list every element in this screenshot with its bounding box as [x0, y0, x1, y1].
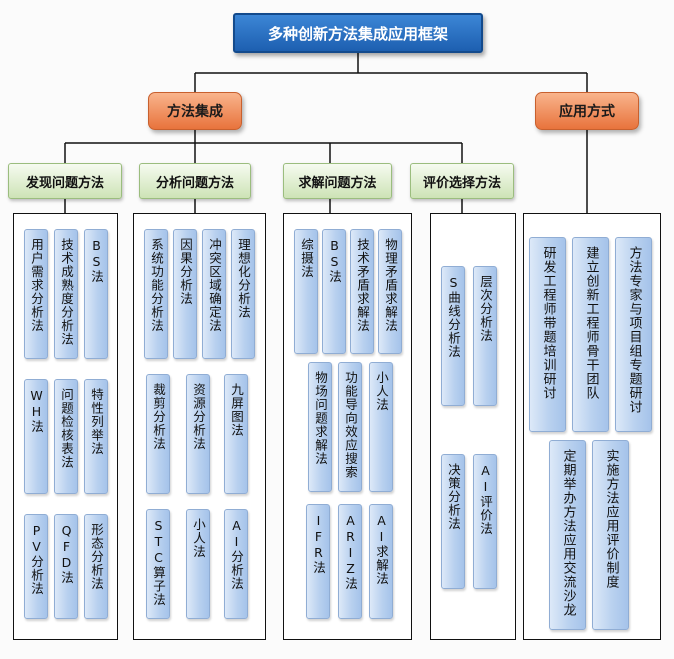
application-card: 方法专家与项目组专题研讨 — [615, 237, 652, 432]
method-label: BS法 — [327, 238, 342, 284]
method-card: 用户需求分析法 — [24, 229, 48, 359]
application-card: 研发工程师带题培训研讨 — [529, 237, 566, 432]
method-card: 裁剪分析法 — [146, 374, 170, 494]
subcategory-analyze: 分析问题方法 — [139, 163, 251, 199]
method-card: 因果分析法 — [173, 229, 197, 359]
method-label: 功能导向效应搜索 — [343, 371, 358, 479]
method-label: QFD法 — [59, 523, 74, 585]
application-card: 实施方法应用评价制度 — [592, 440, 629, 630]
method-card: 层次分析法 — [473, 266, 497, 406]
method-label: 物理矛盾求解法 — [383, 238, 398, 333]
subcategory-discover: 发现问题方法 — [8, 163, 122, 199]
method-card: 冲突区域确定法 — [202, 229, 226, 359]
category-application-mode: 应用方式 — [535, 92, 639, 130]
method-card: 技术成熟度分析法 — [54, 229, 78, 359]
method-card: S曲线分析法 — [441, 266, 465, 406]
method-card: 理想化分析法 — [231, 229, 255, 359]
method-label: AI分析法 — [229, 518, 244, 591]
method-label: 因果分析法 — [178, 238, 193, 306]
method-label: ARIZ法 — [343, 513, 358, 591]
method-card: PV分析法 — [24, 514, 48, 619]
method-card: 形态分析法 — [84, 514, 108, 619]
method-card: 小人法 — [369, 362, 393, 492]
application-label: 方法专家与项目组专题研讨 — [626, 246, 642, 414]
method-card: 功能导向效应搜索 — [338, 362, 362, 492]
method-card: WH法 — [24, 379, 48, 494]
panel-discover-methods: 用户需求分析法 技术成熟度分析法 BS法 WH法 问题检核表法 特性列举法 PV… — [13, 213, 118, 640]
panel-evaluate-methods: S曲线分析法 层次分析法 决策分析法 AI评价法 — [430, 213, 516, 640]
method-label: WH法 — [29, 388, 44, 434]
method-label: AI评价法 — [478, 463, 493, 536]
application-label: 实施方法应用评价制度 — [603, 449, 619, 589]
method-label: 冲突区域确定法 — [207, 238, 222, 333]
method-label: 问题检核表法 — [59, 388, 74, 469]
panel-solve-methods: 综摄法 BS法 技术矛盾求解法 物理矛盾求解法 物场问题求解法 功能导向效应搜索… — [283, 213, 412, 640]
method-card: 特性列举法 — [84, 379, 108, 494]
method-label: 小人法 — [374, 371, 389, 412]
method-card: AI求解法 — [369, 504, 393, 619]
application-card: 建立创新工程师骨干团队 — [572, 237, 609, 432]
method-label: S曲线分析法 — [446, 275, 461, 359]
method-label: 层次分析法 — [478, 275, 493, 343]
category-method-integration: 方法集成 — [148, 92, 242, 130]
method-card: 九屏图法 — [224, 374, 248, 494]
method-label: 裁剪分析法 — [151, 383, 166, 451]
method-card: ARIZ法 — [338, 504, 362, 619]
method-card: 资源分析法 — [186, 374, 210, 494]
method-card: BS法 — [322, 229, 346, 354]
method-label: 技术矛盾求解法 — [355, 238, 370, 333]
panel-analyze-methods: 系统功能分析法 因果分析法 冲突区域确定法 理想化分析法 裁剪分析法 资源分析法… — [133, 213, 266, 640]
subcategory-solve: 求解问题方法 — [283, 163, 392, 199]
method-card: 问题检核表法 — [54, 379, 78, 494]
method-label: PV分析法 — [29, 523, 44, 596]
method-card: 决策分析法 — [441, 454, 465, 589]
method-label: AI求解法 — [374, 513, 389, 586]
subcategory-evaluate: 评价选择方法 — [410, 163, 514, 199]
method-card: AI分析法 — [224, 509, 248, 619]
application-label: 定期举办方法应用交流沙龙 — [560, 449, 576, 617]
method-label: 决策分析法 — [446, 463, 461, 531]
method-label: 用户需求分析法 — [29, 238, 44, 333]
method-label: 物场问题求解法 — [313, 371, 328, 466]
method-card: BS法 — [84, 229, 108, 359]
method-card: 物理矛盾求解法 — [378, 229, 402, 354]
method-card: STC算子法 — [146, 509, 170, 619]
method-label: 系统功能分析法 — [149, 238, 164, 333]
method-label: BS法 — [89, 238, 104, 284]
method-card: 系统功能分析法 — [144, 229, 168, 359]
method-label: IFR法 — [311, 513, 326, 575]
method-label: 技术成熟度分析法 — [59, 238, 74, 346]
method-label: STC算子法 — [151, 518, 166, 607]
method-label: 理想化分析法 — [236, 238, 251, 319]
method-card: 物场问题求解法 — [308, 362, 332, 492]
method-label: 资源分析法 — [191, 383, 206, 451]
panel-application-modes: 研发工程师带题培训研讨 建立创新工程师骨干团队 方法专家与项目组专题研讨 定期举… — [523, 213, 661, 640]
method-card: AI评价法 — [473, 454, 497, 589]
method-card: 综摄法 — [294, 229, 318, 354]
application-label: 研发工程师带题培训研讨 — [540, 246, 556, 400]
method-card: QFD法 — [54, 514, 78, 619]
method-label: 九屏图法 — [229, 383, 244, 437]
method-card: 技术矛盾求解法 — [350, 229, 374, 354]
method-label: 小人法 — [191, 518, 206, 559]
method-label: 特性列举法 — [89, 388, 104, 456]
framework-title: 多种创新方法集成应用框架 — [233, 13, 483, 53]
method-label: 综摄法 — [299, 238, 314, 279]
method-label: 形态分析法 — [89, 523, 104, 591]
method-card: 小人法 — [186, 509, 210, 619]
application-label: 建立创新工程师骨干团队 — [583, 246, 599, 400]
application-card: 定期举办方法应用交流沙龙 — [549, 440, 586, 630]
method-card: IFR法 — [306, 504, 330, 619]
